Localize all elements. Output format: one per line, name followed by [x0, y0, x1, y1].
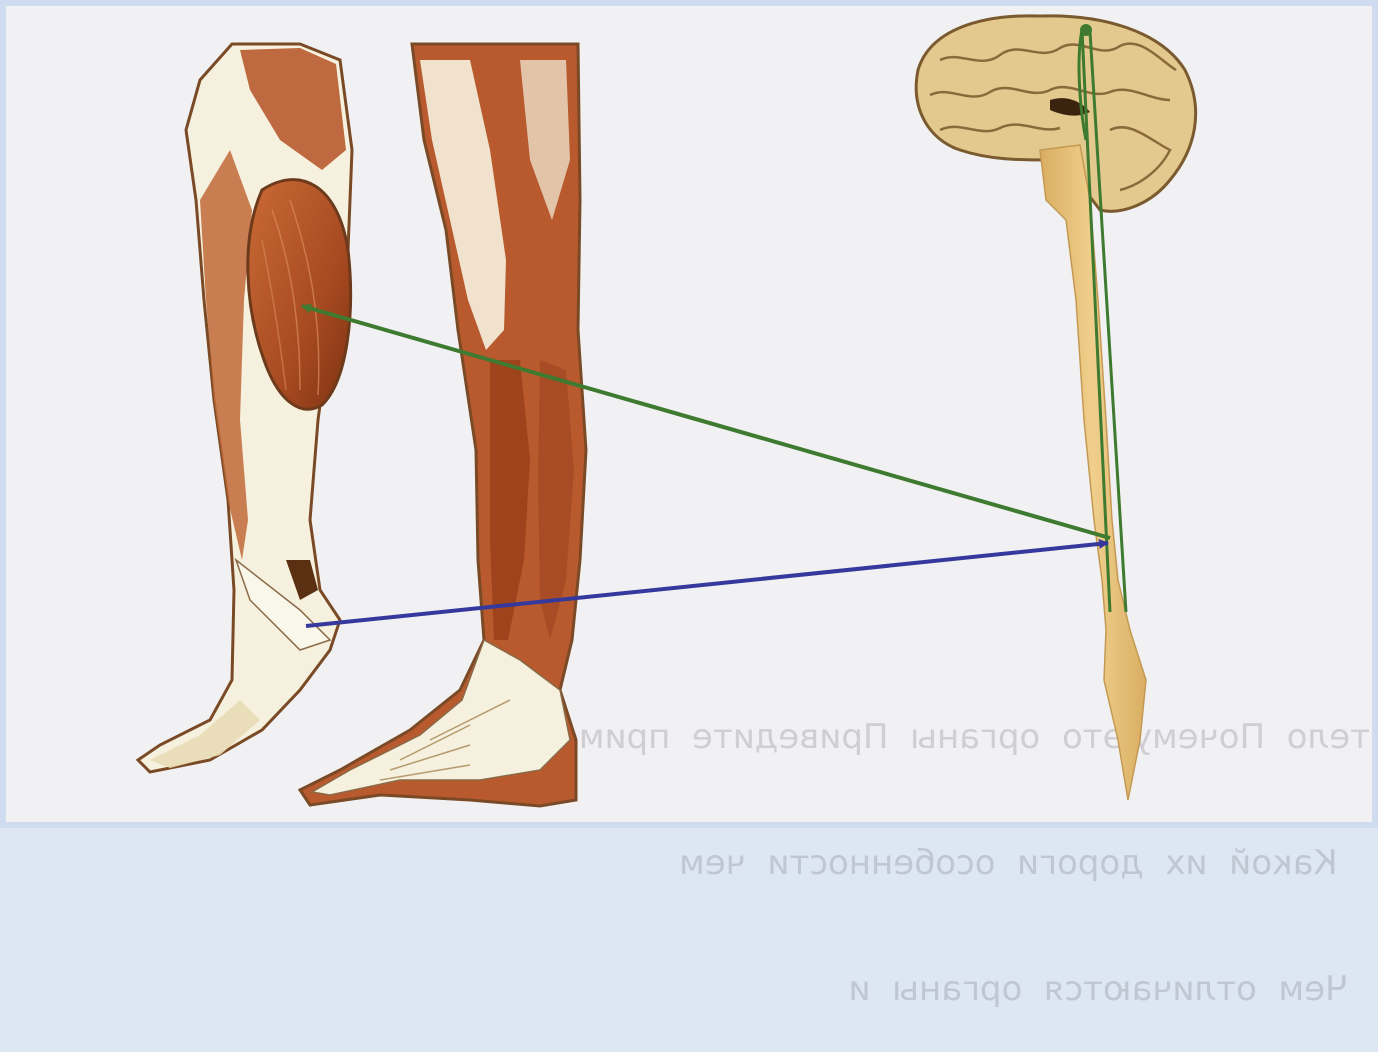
background-text-line: Чем отличаются органы и: [640, 968, 1370, 1010]
background-text-line: Какой их дороги особенности чем: [640, 842, 1370, 884]
green-arrow-to-calf: [302, 306, 1110, 538]
brain-neuron-node: [1080, 24, 1092, 36]
leg-side-view: [138, 44, 352, 772]
reflex-arc-diagram: [0, 0, 1378, 828]
blue-arrow-to-spinal-cord: [306, 543, 1108, 626]
